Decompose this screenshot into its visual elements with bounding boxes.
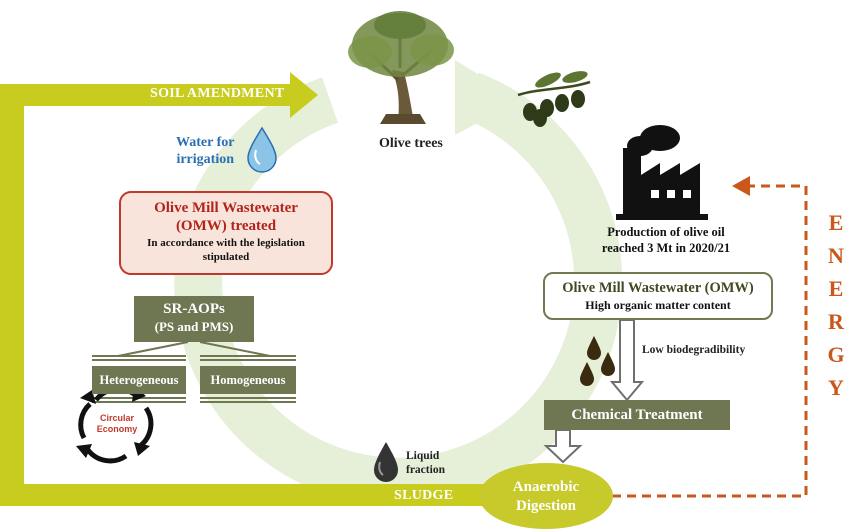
olive-trees-label: Olive trees <box>379 136 443 151</box>
energy-letter-e1: E <box>828 210 844 235</box>
sr-aops-title: SR-AOPs <box>163 301 225 317</box>
arrow-omw-to-chemical <box>609 319 645 402</box>
water-irrigation-line-2: irrigation <box>176 152 234 167</box>
sludge-label: SLUDGE <box>394 488 454 503</box>
production-label: Production of olive oil reached 3 Mt in … <box>584 224 748 256</box>
anaerobic-ellipse <box>479 463 613 529</box>
homogeneous-box: Homogeneous <box>200 366 296 394</box>
omw-title: Olive Mill Wastewater (OMW) <box>562 280 754 296</box>
liquid-fraction-label: Liquid fraction <box>406 449 445 477</box>
omw-treated-sub-2: stipulated <box>202 251 250 263</box>
olive-branch-graphic <box>517 71 591 127</box>
arrow-chemical-to-anaerobic <box>543 429 583 464</box>
energy-letter-y: Y <box>828 375 844 400</box>
energy-letter-e2: E <box>828 276 844 301</box>
sr-aops-box: SR-AOPs (PS and PMS) <box>134 296 254 342</box>
omw-sub: High organic matter content <box>585 298 731 312</box>
omw-treated-title-1: Olive Mill Wastewater <box>154 200 298 216</box>
energy-letter-n: N <box>828 243 844 268</box>
anaerobic-line-2: Digestion <box>516 498 576 514</box>
liquid-line-1: Liquid <box>406 450 440 462</box>
energy-dashed-arrow <box>612 184 808 498</box>
sr-aops-sub: (PS and PMS) <box>154 319 234 334</box>
liquid-line-2: fraction <box>406 464 445 476</box>
omw-box: Olive Mill Wastewater (OMW) High organic… <box>543 272 773 320</box>
liquid-drop-icon <box>374 442 398 482</box>
low-biodegradability-label: Low biodegradibility <box>642 344 746 356</box>
production-line-2: reached 3 Mt in 2020/21 <box>601 241 731 255</box>
oil-drops-icon <box>580 336 615 386</box>
energy-arrowhead <box>732 176 750 196</box>
omw-treated-box: Olive Mill Wastewater (OMW) treated In a… <box>119 191 333 275</box>
olive-tree-graphic <box>348 11 454 124</box>
chemical-treatment-box: Chemical Treatment <box>544 400 730 430</box>
production-line-1: Production of olive oil <box>607 225 725 239</box>
circular-line-2: Economy <box>96 424 138 434</box>
heterogeneous-box: Heterogeneous <box>92 366 186 394</box>
circular-line-1: Circular <box>99 413 134 423</box>
anaerobic-line-1: Anaerobic <box>512 479 580 495</box>
factory-icon <box>616 125 708 220</box>
anaerobic-digestion-label: Anaerobic Digestion <box>490 478 602 516</box>
omw-treated-title-2: (OMW) treated <box>175 218 277 234</box>
energy-letter-g: G <box>827 342 845 367</box>
energy-letter-r: R <box>828 309 844 334</box>
water-irrigation-line-1: Water for <box>176 135 235 150</box>
omw-treated-sub-1: In accordance with the legislation <box>147 237 305 249</box>
circular-economy-label: Circular Economy <box>95 413 139 435</box>
soil-amendment-loop <box>0 72 490 506</box>
soil-amendment-label: SOIL AMENDMENT <box>150 86 285 101</box>
water-irrigation-label: Water for irrigation <box>176 134 234 168</box>
water-drop-icon <box>247 126 277 173</box>
